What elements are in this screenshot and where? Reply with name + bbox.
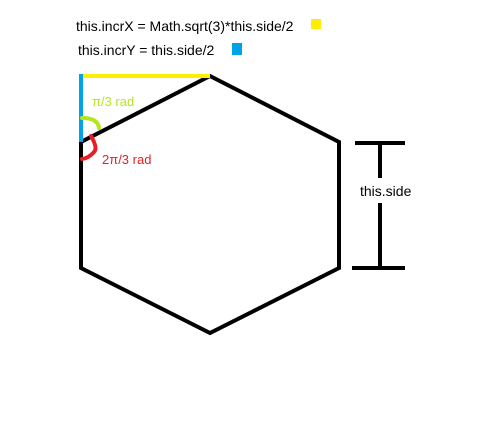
incr-x-formula: this.incrX = Math.sqrt(3)*this.side/2 — [76, 18, 294, 34]
side-dimension-label: this.side — [360, 183, 412, 199]
large-angle-arc — [80, 134, 98, 161]
incr-x-color-swatch — [311, 19, 321, 29]
incr-y-color-swatch — [232, 43, 242, 55]
hexagon-outline — [79, 73, 341, 336]
small-angle-arc — [80, 116, 101, 130]
small-angle-label: π/3 rad — [92, 94, 134, 109]
large-angle-label: 2π/3 rad — [102, 152, 151, 167]
incr-y-formula: this.incrY = this.side/2 — [78, 42, 215, 58]
